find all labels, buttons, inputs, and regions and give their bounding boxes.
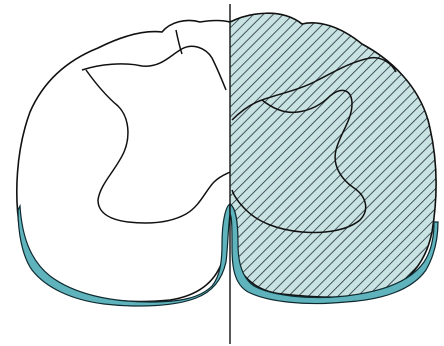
- inner-contour-left-branch: [86, 70, 230, 223]
- inner-contour-left-upper: [82, 46, 226, 90]
- right-lobe-hatched: [230, 13, 436, 297]
